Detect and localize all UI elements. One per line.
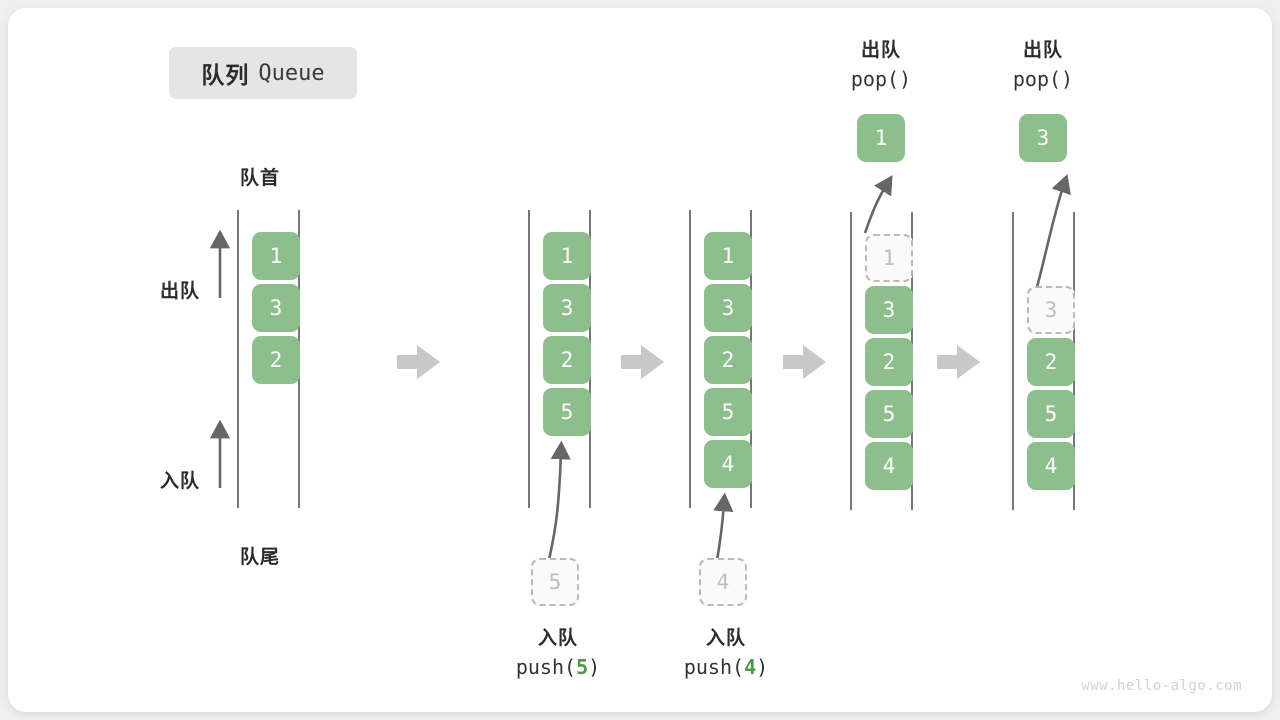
diagram-card: 队列 Queue xyxy=(8,8,1272,712)
queue-cell: 3 xyxy=(704,284,752,332)
pop-1-caption-line2: pop() xyxy=(850,67,912,91)
pop-3-caption-line1: 出队 xyxy=(1022,40,1063,61)
push-5-caption-line1: 入队 xyxy=(537,628,578,649)
queue-cell: 2 xyxy=(865,338,913,386)
queue-cell: 3 xyxy=(543,284,591,332)
push-5-caption-line2: push(5) xyxy=(515,655,601,679)
queue-cell-vacant xyxy=(1027,234,1075,282)
queue-cell: 3 xyxy=(252,284,300,332)
queue-cell: 4 xyxy=(865,442,913,490)
queue-cell: 1 xyxy=(704,232,752,280)
title-chinese: 队列 xyxy=(201,62,250,88)
dequeue-direction-label: 出队 xyxy=(160,281,201,302)
queue-cell-removed: 1 xyxy=(865,234,913,282)
diagram-title-badge: 队列 Queue xyxy=(169,47,357,99)
queue-cell: 5 xyxy=(704,388,752,436)
queue-cell: 5 xyxy=(1027,390,1075,438)
queue-cells-after-push-5: 1 3 2 5 xyxy=(543,232,591,440)
queue-cell: 5 xyxy=(543,388,591,436)
title-english: Queue xyxy=(258,60,325,86)
popped-value-box-1: 1 xyxy=(857,114,905,162)
queue-cells-initial: 1 3 2 xyxy=(252,232,300,388)
incoming-value-box-5: 5 xyxy=(531,558,579,606)
push-5-caption: 入队 push(5) xyxy=(488,626,628,682)
pop-3-caption-line2: pop() xyxy=(1012,67,1074,91)
push-4-caption-line1: 入队 xyxy=(705,628,746,649)
queue-cell-removed: 3 xyxy=(1027,286,1075,334)
pop-1-caption-line1: 出队 xyxy=(860,40,901,61)
queue-cell: 5 xyxy=(865,390,913,438)
watermark: www.hello-algo.com xyxy=(1081,678,1242,694)
queue-cell: 2 xyxy=(1027,338,1075,386)
queue-cell: 1 xyxy=(252,232,300,280)
queue-cells-after-push-4: 1 3 2 5 4 xyxy=(704,232,752,492)
enqueue-direction-label: 入队 xyxy=(160,471,201,492)
queue-cell: 2 xyxy=(704,336,752,384)
queue-cell: 4 xyxy=(704,440,752,488)
popped-value-box-3: 3 xyxy=(1019,114,1067,162)
diagram-overlay xyxy=(209,174,1075,561)
queue-cells-after-pop-1: 1 3 2 5 4 xyxy=(865,234,913,494)
queue-cells-after-pop-3: 3 2 5 4 xyxy=(1027,234,1075,494)
queue-cell: 2 xyxy=(252,336,300,384)
pop-1-caption: 出队 pop() xyxy=(821,38,941,94)
queue-front-label: 队首 xyxy=(240,168,281,189)
queue-rear-label: 队尾 xyxy=(240,547,281,568)
push-4-caption: 入队 push(4) xyxy=(656,626,796,682)
incoming-value-box-4: 4 xyxy=(699,558,747,606)
pop-3-caption: 出队 pop() xyxy=(983,38,1103,94)
queue-cell: 3 xyxy=(865,286,913,334)
queue-cell: 1 xyxy=(543,232,591,280)
push-4-caption-line2: push(4) xyxy=(683,655,769,679)
queue-cell: 4 xyxy=(1027,442,1075,490)
queue-cell: 2 xyxy=(543,336,591,384)
